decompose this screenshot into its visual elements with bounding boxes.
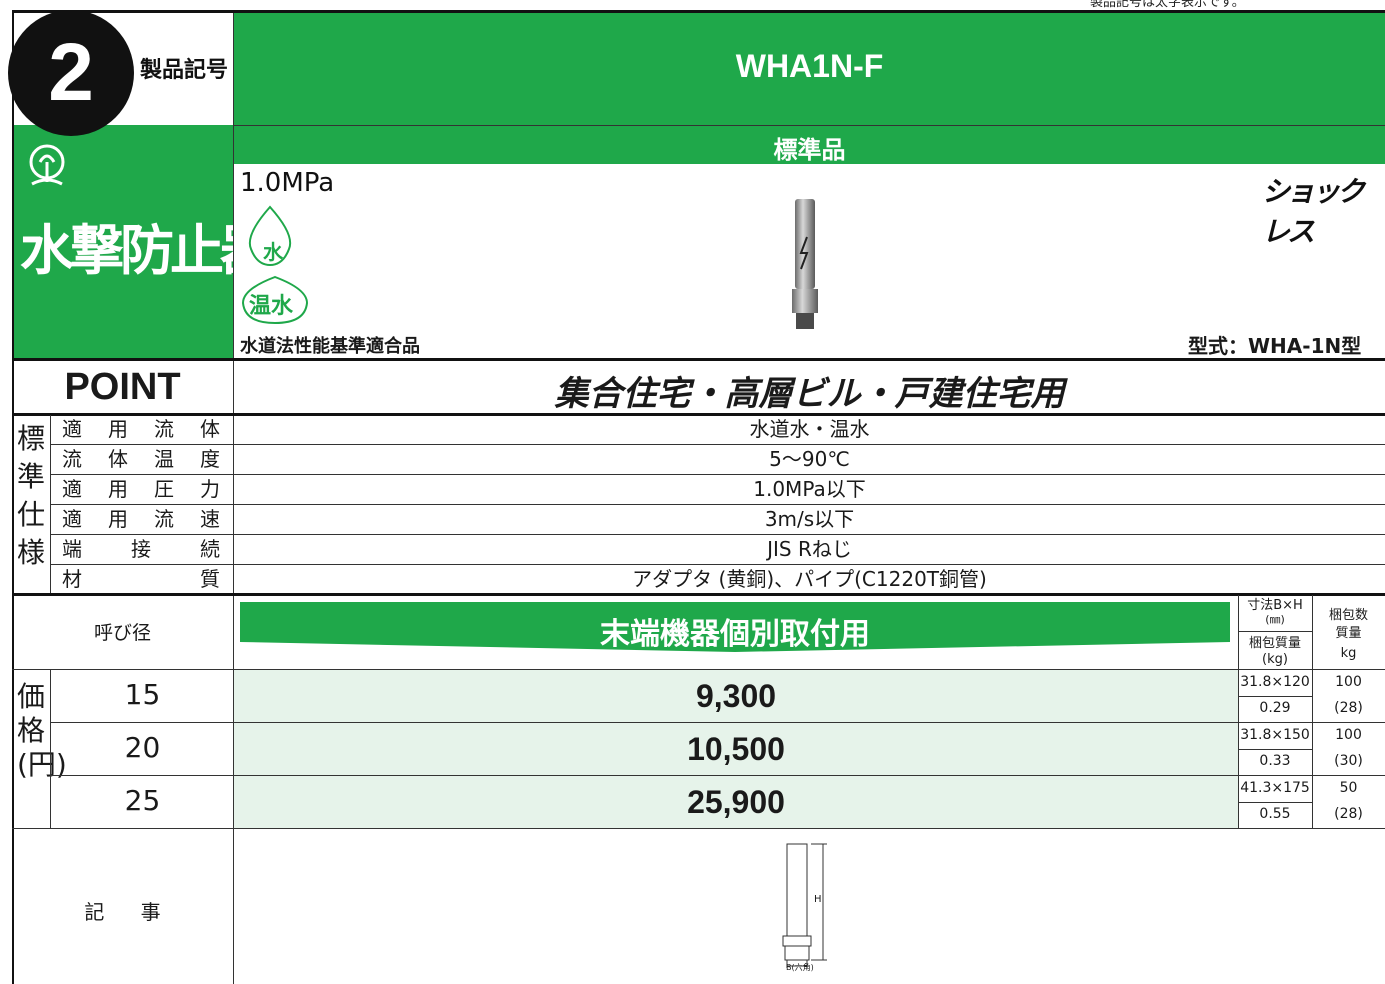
dimension: 41.3×175 — [1240, 780, 1310, 796]
spec-key-pressure: 適用圧力 — [62, 477, 220, 501]
spec-key-connection: 端接続 — [62, 537, 220, 561]
spec-section-label: 標準仕様 — [17, 422, 46, 569]
pack-header: 梱包数 — [1328, 608, 1368, 623]
water-drop-label: 水 — [263, 240, 283, 264]
dimension: 31.8×150 — [1240, 727, 1310, 743]
price-value: 10,500 — [687, 731, 785, 767]
drawing-height-label: H — [814, 894, 822, 905]
use-header-banner — [240, 602, 1230, 652]
price-section-label: 価格(円) — [17, 680, 67, 781]
pack-count: 100 — [1335, 727, 1362, 743]
certification-note: 水道法性能基準適合品 — [240, 336, 420, 357]
pack-weight: (30) — [1334, 753, 1363, 769]
pack-weight: (28) — [1334, 806, 1363, 822]
spec-value-connection: JIS Rねじ — [767, 537, 852, 561]
point-label: POINT — [64, 366, 181, 408]
spec-key-temperature: 流体温度 — [62, 447, 220, 471]
top-note: 製品記号は太字表示です。 — [1090, 0, 1245, 8]
price-value: 25,900 — [687, 784, 785, 820]
weight-header: 梱包質量 — [1248, 636, 1301, 651]
model-number: 型式：WHA-1N型 — [1188, 334, 1362, 358]
pack-weight-header: 質量 — [1335, 626, 1362, 641]
weight-unit: (kg) — [1262, 652, 1288, 667]
pack-weight: (28) — [1334, 700, 1363, 716]
package-weight: 0.29 — [1259, 700, 1291, 716]
spec-key-fluid: 適用流体 — [62, 417, 220, 441]
package-weight: 0.33 — [1259, 753, 1291, 769]
price-row-bg — [234, 723, 1238, 775]
spec-value-material: アダプタ (黄銅)、パイプ(C1220T銅管) — [632, 567, 987, 591]
price-row-bg — [234, 670, 1238, 722]
nominal-size: 15 — [124, 678, 161, 711]
dim-unit: (㎜) — [1265, 613, 1285, 626]
point-text: 集合住宅・高層ビル・戸建住宅用 — [554, 374, 1065, 414]
product-photo — [792, 199, 818, 329]
price-value: 9,300 — [695, 678, 777, 714]
spec-value-pressure: 1.0MPa以下 — [753, 477, 866, 501]
nominal-size: 20 — [124, 731, 161, 764]
pressure-rating: 1.0MPa — [240, 168, 335, 198]
code-bar — [234, 12, 1385, 125]
spec-key-velocity: 適用流速 — [62, 507, 220, 531]
category-title: 水撃防止器 — [20, 219, 274, 282]
pack-count: 50 — [1339, 780, 1358, 796]
hot-water-drop-icon — [241, 275, 309, 325]
spec-value-temperature: 5〜90℃ — [769, 447, 850, 471]
dimension: 31.8×120 — [1240, 674, 1310, 690]
hot-water-drop-label: 温水 — [249, 294, 294, 319]
spec-value-velocity: 3m/s以下 — [764, 507, 855, 531]
dim-header: 寸法B×H — [1247, 598, 1303, 613]
eco-leaf-icon — [29, 144, 65, 186]
pack-count: 100 — [1335, 674, 1362, 690]
spec-key-material: 材質 — [62, 567, 220, 591]
pack-weight-unit: kg — [1340, 646, 1357, 661]
spec-value-fluid: 水道水・温水 — [749, 417, 870, 441]
dimension-drawing — [782, 843, 827, 968]
water-drop-icon — [248, 205, 292, 267]
standard-label: 標準品 — [773, 136, 846, 164]
nominal-size: 25 — [124, 784, 161, 817]
code-label: 製品記号 — [140, 58, 229, 83]
package-weight: 0.55 — [1259, 806, 1291, 822]
drawing-width-label: B(六角) — [786, 963, 814, 972]
brand-logo: ショックレス — [1262, 175, 1365, 248]
nominal-size-header: 呼び径 — [93, 622, 151, 644]
section-number-badge: 2 — [8, 10, 134, 136]
standard-bar — [234, 126, 1385, 164]
use-header: 末端機器個別取付用 — [600, 617, 870, 652]
notes-label: 記 事 — [84, 900, 161, 924]
price-row-bg — [234, 776, 1238, 828]
product-code: WHA1N-F — [735, 48, 884, 84]
